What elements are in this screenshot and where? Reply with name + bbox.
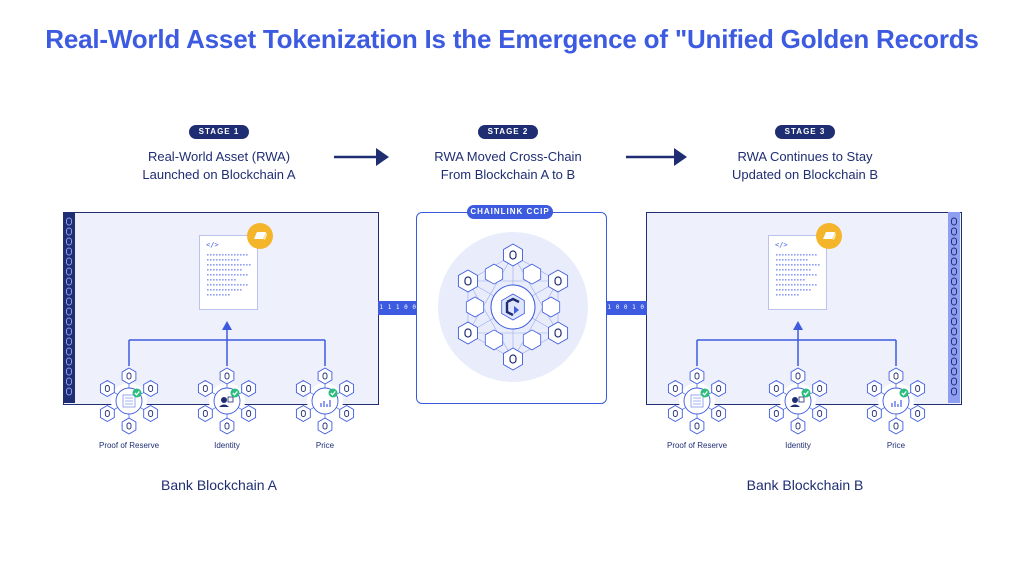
svg-text:</>: </> (775, 241, 788, 249)
gold-bar-badge-icon (247, 223, 273, 249)
token-document-icon: </> (768, 235, 827, 310)
node-label-identity: Identity (214, 441, 240, 450)
stage-2-badge: STAGE 2 (478, 125, 538, 139)
node-label-price: Price (886, 441, 906, 450)
token-document-icon: </> (199, 235, 258, 310)
price-network-icon (295, 367, 355, 435)
bank-b-label: Bank Blockchain B (746, 477, 864, 493)
chain-links-icon (66, 217, 72, 396)
svg-text:</>: </> (206, 241, 219, 249)
page-title: Real-World Asset Tokenization Is the Eme… (45, 24, 979, 54)
price-network-icon (866, 367, 926, 435)
stage-2-text: RWA Moved Cross-Chain From Blockchain A … (388, 148, 628, 184)
ccip-network-icon (457, 243, 569, 371)
bank-a-label: Bank Blockchain A (161, 477, 277, 493)
stage-2-line2: From Blockchain A to B (440, 167, 576, 182)
stage-1-text: Real-World Asset (RWA) Launched on Block… (99, 148, 339, 184)
stage-3-line2: Updated on Blockchain B (732, 167, 878, 182)
node-label-proof-of-reserve: Proof of Reserve (98, 441, 160, 450)
proof-of-reserve-network-icon (99, 367, 159, 435)
stage-1-line1: Real-World Asset (RWA) (147, 149, 291, 164)
stage-3-badge: STAGE 3 (775, 125, 835, 139)
node-label-price: Price (315, 441, 335, 450)
identity-network-icon (197, 367, 257, 435)
stage-1-line2: Launched on Blockchain A (142, 167, 296, 182)
stage-3-text: RWA Continues to Stay Updated on Blockch… (685, 148, 925, 184)
bit-stream-right: 1 0 0 1 0 1 0 0 0 (605, 301, 647, 315)
stage-3-line1: RWA Continues to Stay (737, 149, 873, 164)
stage-2-line1: RWA Moved Cross-Chain (434, 149, 582, 164)
chain-links-icon (951, 217, 957, 396)
proof-of-reserve-network-icon (667, 367, 727, 435)
identity-network-icon (768, 367, 828, 435)
arrow-right-icon (334, 148, 389, 166)
ccip-label: CHAINLINK CCIP (467, 205, 553, 219)
gold-bar-badge-icon (816, 223, 842, 249)
bit-stream-left: 1 1 1 0 0 1 0 1 0 (378, 301, 418, 315)
stage-1-badge: STAGE 1 (189, 125, 249, 139)
node-label-identity: Identity (785, 441, 811, 450)
arrow-right-icon (626, 148, 687, 166)
node-label-proof-of-reserve: Proof of Reserve (666, 441, 728, 450)
